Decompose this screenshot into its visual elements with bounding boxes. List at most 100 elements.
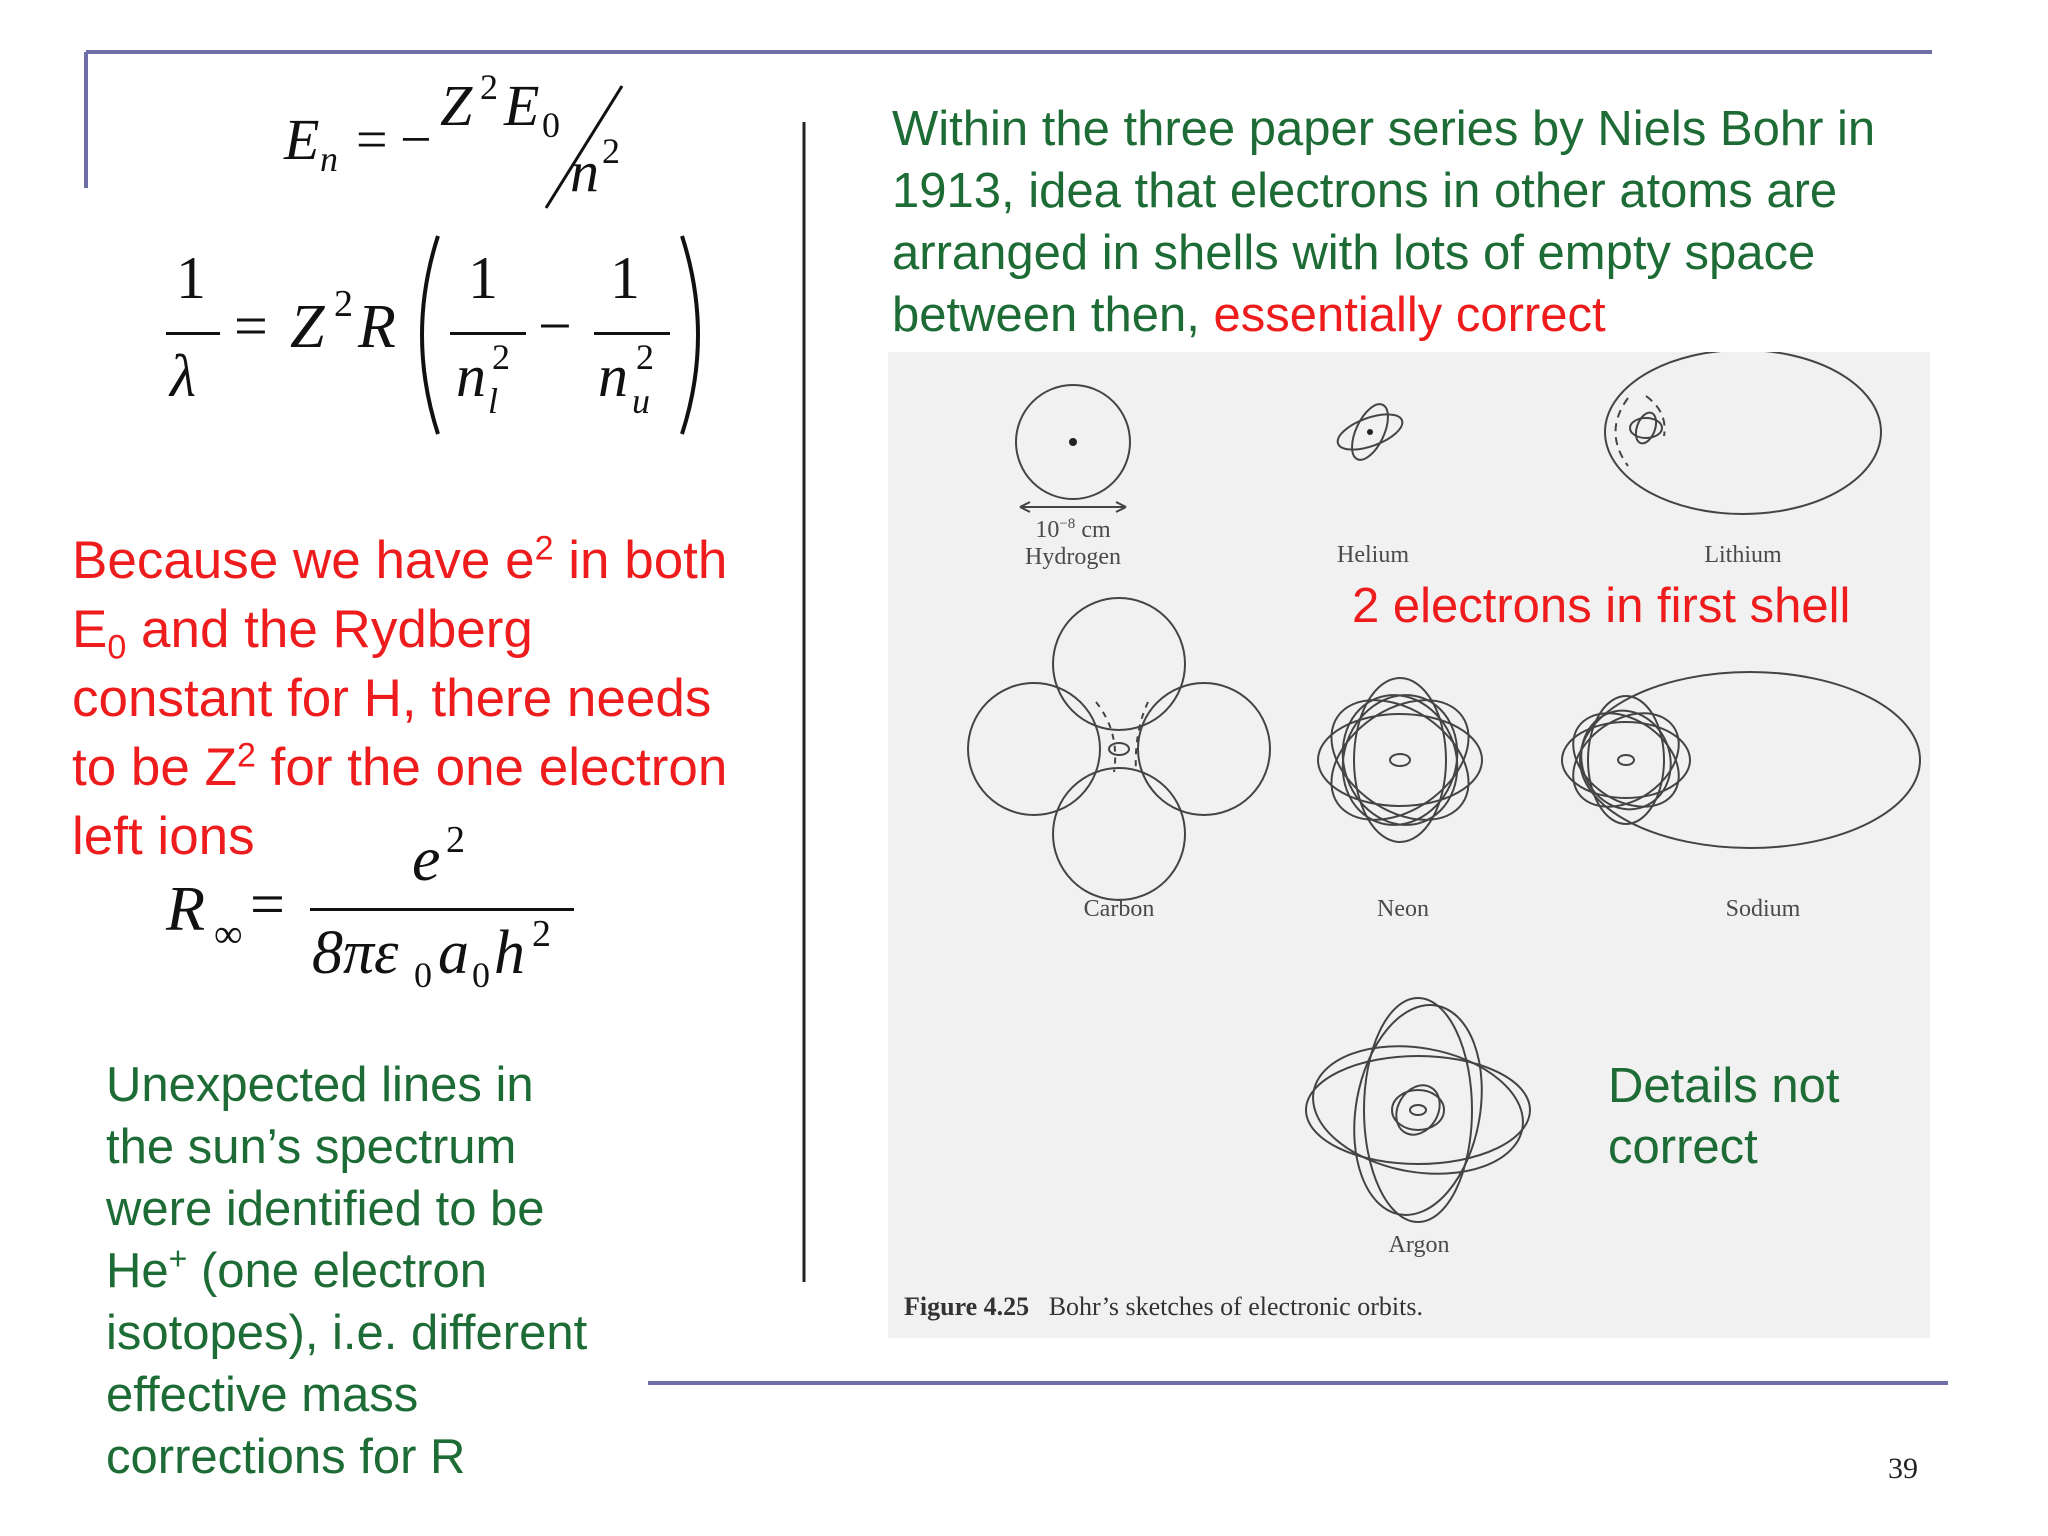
red-line-5: left ions bbox=[72, 807, 255, 866]
details-line-1: Details not bbox=[1608, 1059, 1840, 1113]
eq2-r: R bbox=[358, 293, 396, 361]
eq2-left-paren bbox=[420, 235, 440, 435]
sun-line-4a: He bbox=[106, 1244, 169, 1298]
eq3-r: R bbox=[166, 873, 206, 944]
eq3-e-exp: 2 bbox=[446, 819, 465, 861]
eq2-frac-bar-2 bbox=[450, 332, 526, 335]
bohr-orbits-figure: 10−8 cm Hydrogen Helium Lithium Carbon N… bbox=[888, 352, 1930, 1338]
lithium-label: Lithium bbox=[1704, 542, 1782, 568]
eq3-equals: = bbox=[250, 871, 285, 939]
neon-label: Neon bbox=[1377, 896, 1429, 922]
first-shell-note: 2 electrons in first shell bbox=[1352, 579, 1851, 633]
eq2-lambda: λ bbox=[170, 343, 196, 409]
argon-label: Argon bbox=[1388, 1232, 1450, 1258]
intro-line-4-green: between then, bbox=[892, 288, 1214, 342]
scale-value: 10 bbox=[1035, 517, 1060, 543]
helium-orbit-sketch bbox=[1336, 403, 1404, 461]
eq2-nu-sub: u bbox=[632, 381, 650, 421]
sun-line-4-sup: + bbox=[168, 1240, 188, 1277]
eq2-nl-exp: 2 bbox=[492, 337, 510, 377]
eq3-e: e bbox=[412, 823, 441, 894]
sun-spectrum-text: Unexpected lines in the sun’s spectrum w… bbox=[106, 1054, 666, 1488]
eq1-n: n bbox=[570, 139, 599, 204]
bohr-intro-text: Within the three paper series by Niels B… bbox=[892, 98, 1952, 346]
intro-line-1: Within the three paper series by Niels B… bbox=[892, 102, 1876, 156]
eq3-frac-bar bbox=[310, 908, 574, 911]
scale-exponent: −8 bbox=[1059, 516, 1076, 532]
sodium-orbit-sketch bbox=[1561, 671, 1921, 849]
eq3-inf: ∞ bbox=[214, 911, 243, 956]
eq3-den: 8πε bbox=[312, 919, 399, 987]
sun-line-7: corrections for R bbox=[106, 1430, 466, 1484]
eq2-z-exp: 2 bbox=[334, 283, 353, 325]
red-line-2: E0 and the Rydberg bbox=[72, 595, 812, 667]
sun-line-1: Unexpected lines in bbox=[106, 1058, 534, 1112]
details-line-2: correct bbox=[1608, 1120, 1758, 1174]
figure-number: Figure 4.25 bbox=[904, 1292, 1030, 1321]
eq2-frac-bar-3 bbox=[594, 332, 670, 335]
intro-line-3: arranged in shells with lots of empty sp… bbox=[892, 226, 1816, 280]
eq2-nl: n bbox=[456, 343, 486, 409]
eq1-e0: E bbox=[504, 73, 540, 138]
neon-orbit-sketch bbox=[1317, 677, 1483, 843]
red-line-2-sub: 0 bbox=[107, 628, 127, 667]
argon-orbit-sketch bbox=[1305, 997, 1531, 1223]
sun-line-2: the sun’s spectrum bbox=[106, 1120, 517, 1174]
sodium-label: Sodium bbox=[1725, 896, 1801, 922]
sun-line-4: He+ (one electron bbox=[106, 1240, 666, 1302]
figure-caption: Figure 4.25 Bohr’s sketches of electroni… bbox=[904, 1292, 1423, 1322]
rydberg-formula: 1 λ = Z 2 R 1 n 2 l − 1 n 2 u bbox=[150, 230, 730, 440]
eq2-z: Z bbox=[290, 293, 325, 361]
carbon-orbit-sketch bbox=[967, 597, 1271, 901]
scale-label: 10−8 cm bbox=[988, 516, 1158, 544]
red-line-1-sup: 2 bbox=[534, 529, 554, 568]
eq2-frac-bar-1 bbox=[166, 332, 220, 335]
sun-line-3: were identified to be bbox=[106, 1182, 545, 1236]
intro-line-4-red: essentially correct bbox=[1213, 288, 1606, 342]
eq2-nu: n bbox=[598, 343, 628, 409]
red-line-1a: Because we have e bbox=[72, 531, 535, 590]
rydberg-constant-equation: R ∞ = e 2 8πε 0 a 0 h 2 bbox=[160, 810, 600, 1010]
z-squared-explanation: Because we have e2 in both E0 and the Ry… bbox=[72, 526, 812, 871]
eq3-h: h bbox=[494, 919, 525, 987]
sun-line-5: isotopes), i.e. different bbox=[106, 1306, 588, 1360]
helium-label: Helium bbox=[1337, 542, 1409, 568]
hydrogen-orbit-sketch bbox=[1015, 384, 1131, 513]
red-line-4-sup: 2 bbox=[236, 736, 256, 775]
carbon-label: Carbon bbox=[1083, 896, 1155, 922]
red-line-2a: E bbox=[72, 600, 108, 659]
eq1-slash bbox=[544, 85, 624, 209]
eq2-num-2: 1 bbox=[468, 245, 498, 311]
eq2-minus: − bbox=[538, 293, 572, 359]
red-line-1b: in both bbox=[553, 531, 728, 590]
lithium-orbit-sketch bbox=[1604, 352, 1882, 515]
eq1-n-exp: 2 bbox=[602, 131, 620, 171]
energy-level-equation: E n = − Z 2 E 0 n 2 bbox=[280, 67, 640, 220]
eq1-e0-sub: 0 bbox=[542, 105, 560, 145]
page-number: 39 bbox=[1888, 1452, 1918, 1485]
red-line-4b: for the one electron bbox=[255, 738, 728, 797]
eq1-z: Z bbox=[440, 73, 473, 138]
eq2-nu-exp: 2 bbox=[636, 337, 654, 377]
figure-caption-text: Bohr’s sketches of electronic orbits. bbox=[1048, 1292, 1423, 1321]
sun-line-4b: (one electron bbox=[187, 1244, 487, 1298]
red-line-3: constant for H, there needs bbox=[72, 669, 712, 728]
red-line-4a: to be Z bbox=[72, 738, 237, 797]
eq3-a-sub: 0 bbox=[472, 955, 490, 995]
eq2-num-1: 1 bbox=[176, 245, 206, 311]
intro-line-2: 1913, idea that electrons in other atoms… bbox=[892, 164, 1838, 218]
eq2-nl-sub: l bbox=[488, 381, 499, 421]
scale-unit: cm bbox=[1081, 517, 1111, 543]
eq3-h-exp: 2 bbox=[532, 913, 551, 955]
eq2-right-paren bbox=[680, 235, 700, 435]
details-not-correct-note: Details not correct bbox=[1608, 1056, 1840, 1178]
eq2-num-3: 1 bbox=[610, 245, 640, 311]
eq3-a: a bbox=[438, 919, 469, 987]
eq1-sub-n: n bbox=[320, 139, 338, 179]
eq3-eps-sub: 0 bbox=[414, 955, 432, 995]
orbit-sketches bbox=[967, 352, 1921, 1223]
eq1-e: E bbox=[284, 107, 320, 172]
red-line-1: Because we have e2 in both bbox=[72, 526, 812, 595]
eq1-equals: = bbox=[356, 109, 388, 171]
